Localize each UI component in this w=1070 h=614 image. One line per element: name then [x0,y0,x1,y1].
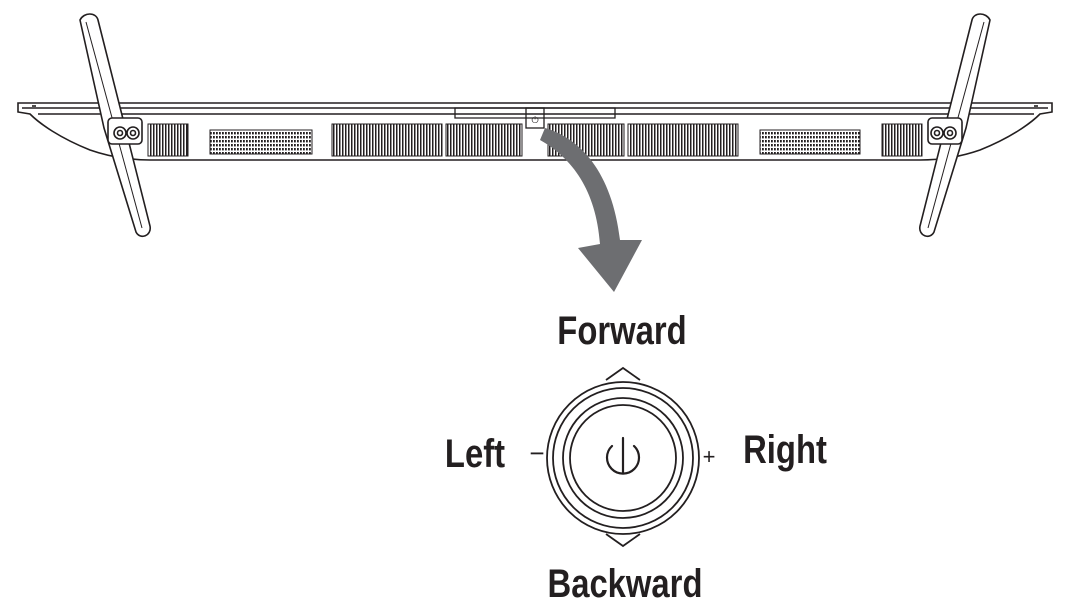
label-right: Right [743,428,827,472]
right-stand-leg [919,13,991,238]
label-forward: Forward [557,309,687,353]
svg-text:⏻: ⏻ [531,115,538,125]
label-backward: Backward [547,562,703,606]
chevron-down-icon [605,533,641,548]
curved-arrow-icon [540,128,642,292]
label-left: Left [444,432,506,476]
chevron-up-icon [605,366,641,381]
left-stand-leg [79,13,151,238]
tv-bottom-view: ⏻ [17,102,1053,161]
plus-sign: + [703,444,716,469]
minus-sign: − [529,438,544,468]
power-icon [605,436,641,475]
